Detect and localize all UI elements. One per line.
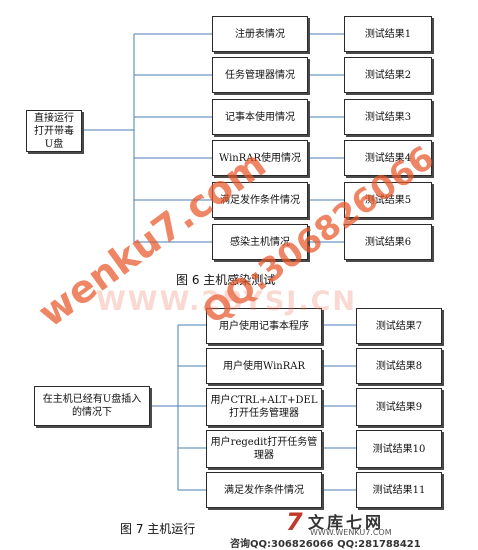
diagram1-result-label: 测试结果2 [364, 69, 412, 81]
diagram1-item-box: 注册表情况 [212, 16, 308, 52]
diagram2-result-label: 测试结果11 [372, 484, 426, 496]
diagram2-caption: 图 7 主机运行 [120, 522, 196, 536]
diagram2-item-box: 用户使用WinRAR [206, 348, 322, 384]
diagram2-result-label: 测试结果9 [375, 401, 423, 413]
diagram2-item-box: 用户使用记事本程序 [206, 308, 322, 344]
diagram1-result-label: 测试结果3 [364, 111, 412, 123]
diagram2-result-label: 测试结果10 [372, 443, 426, 455]
diagram1-item-label: 注册表情况 [235, 28, 285, 40]
diagram1-result-box: 测试结果4 [344, 140, 432, 176]
diagram1-result-label: 测试结果1 [364, 28, 412, 40]
diagram2-item-box: 用户CTRL+ALT+DEL打开任务管理器 [206, 388, 322, 426]
diagram1-result-box: 测试结果1 [344, 16, 432, 52]
diagram2-result-box: 测试结果10 [356, 430, 442, 468]
diagram1-item-box: 满足发作条件情况 [212, 182, 308, 218]
diagram1-result-box: 测试结果2 [344, 57, 432, 93]
diagram1-root-label: 直接运行打开带毒U盘 [34, 112, 74, 150]
diagram1-result-box: 测试结果6 [344, 224, 432, 260]
diagram1-item-label: 任务管理器情况 [225, 69, 295, 81]
diagram2-result-box: 测试结果9 [356, 388, 442, 426]
diagram1-item-box: 任务管理器情况 [212, 57, 308, 93]
diagram2-result-box: 测试结果8 [356, 348, 442, 384]
diagram1-item-label: WinRAR使用情况 [218, 152, 302, 164]
diagram2-item-label: 用户CTRL+ALT+DEL打开任务管理器 [210, 395, 318, 419]
diagram2-root-box: 在主机已经有U盘插入的情况下 [34, 386, 150, 426]
footer-logo: 7 文库七网 WWW.WENKU7.COM [286, 508, 474, 548]
diagram1-result-label: 测试结果4 [364, 152, 412, 164]
diagram2-item-label: 用户regedit打开任务管理器 [210, 437, 318, 461]
diagram1-result-box: 测试结果3 [344, 99, 432, 135]
diagram1-item-box: 记事本使用情况 [212, 99, 308, 135]
diagram1-result-label: 测试结果5 [364, 194, 412, 206]
diagram1-caption: 图 6 主机感染测试 [176, 273, 276, 287]
diagram1-item-label: 感染主机情况 [230, 236, 290, 248]
diagram2-result-box: 测试结果11 [356, 472, 442, 508]
diagram1-root-box: 直接运行打开带毒U盘 [26, 110, 82, 152]
diagram1-result-box: 测试结果5 [344, 182, 432, 218]
diagram2-item-label: 用户使用记事本程序 [219, 320, 309, 332]
logo-mark-icon: 7 [286, 508, 303, 536]
diagram2-result-label: 测试结果7 [375, 320, 423, 332]
diagram2-result-box: 测试结果7 [356, 308, 442, 344]
logo-text: 文库七网 [308, 513, 385, 532]
logo-url: WWW.WENKU7.COM [310, 528, 392, 537]
diagram1-result-label: 测试结果6 [364, 236, 412, 248]
diagram1-item-label: 记事本使用情况 [225, 111, 295, 123]
diagram2-item-box: 用户regedit打开任务管理器 [206, 430, 322, 468]
diagram2-item-label: 用户使用WinRAR [222, 360, 306, 372]
diagram2-item-label: 满足发作条件情况 [224, 484, 304, 496]
footer-contact: 咨询QQ:306826066 QQ:281788421 [230, 539, 421, 550]
diagram2-item-box: 满足发作条件情况 [206, 472, 322, 508]
diagram1-item-box: 感染主机情况 [212, 224, 308, 260]
diagram2-root-label: 在主机已经有U盘插入的情况下 [42, 394, 142, 418]
diagram1-item-box: WinRAR使用情况 [212, 140, 308, 176]
diagram1-item-label: 满足发作条件情况 [220, 194, 300, 206]
diagram2-result-label: 测试结果8 [375, 360, 423, 372]
